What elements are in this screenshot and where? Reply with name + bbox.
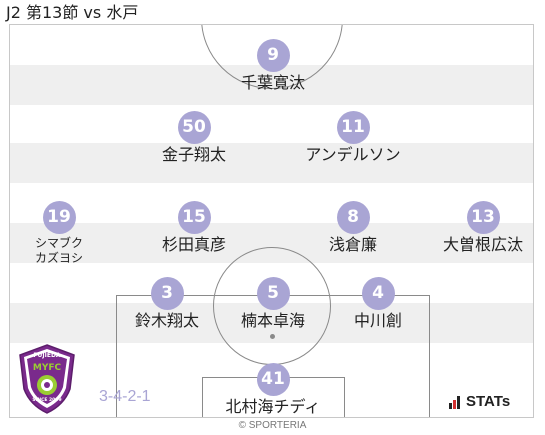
- player-card[interactable]: 5 楠本卓海: [218, 277, 328, 330]
- crest-bottom-text: SINCE 2009: [32, 397, 61, 403]
- player-number: 19: [42, 201, 76, 234]
- player-name: 鈴木翔太: [134, 311, 199, 330]
- player-number: 5: [256, 277, 290, 310]
- player-card[interactable]: 9 千葉寛汰: [218, 39, 328, 92]
- pitch: 9 千葉寛汰 50 金子翔太 11 アンデルソン 19 シマブク カズヨシ 15…: [9, 24, 534, 418]
- player-number: 11: [336, 111, 370, 144]
- player-number: 41: [256, 363, 290, 396]
- player-card[interactable]: 11 アンデルソン: [298, 111, 408, 164]
- player-name: 金子翔太: [161, 145, 226, 164]
- player-number: 9: [256, 39, 290, 72]
- copyright: © SPORTERIA: [238, 420, 307, 431]
- player-number: 4: [361, 277, 395, 310]
- player-name: 大曽根広汰: [442, 235, 523, 254]
- player-number: 3: [150, 277, 184, 310]
- stats-label: STATs: [466, 393, 511, 410]
- player-number: 15: [177, 201, 211, 234]
- player-card[interactable]: 50 金子翔太: [139, 111, 249, 164]
- player-card[interactable]: 4 中川創: [323, 277, 433, 330]
- player-name: 杉田真彦: [161, 235, 226, 254]
- player-card[interactable]: 8 浅倉廉: [298, 201, 408, 254]
- pitch-stripe: [10, 143, 533, 183]
- bar-chart-icon: [449, 395, 462, 409]
- player-number: 50: [177, 111, 211, 144]
- crest-mid-text: MYFC: [33, 363, 62, 373]
- crest-top-text: FUJIEDA: [33, 352, 61, 359]
- player-number: 13: [466, 201, 500, 234]
- player-name: アンデルソン: [305, 145, 401, 164]
- player-name: 中川創: [353, 311, 402, 330]
- match-title: J2 第13節 vs 水戸: [6, 3, 139, 22]
- player-name: 楠本卓海: [240, 311, 305, 330]
- stats-logo: STATs: [449, 393, 510, 410]
- club-crest-icon: FUJIEDA MYFC SINCE 2009: [19, 344, 75, 414]
- player-card[interactable]: 13 大曽根広汰: [428, 201, 533, 254]
- player-card[interactable]: 15 杉田真彦: [139, 201, 249, 254]
- formation-label: 3-4-2-1: [99, 388, 151, 405]
- player-card[interactable]: 19 シマブク カズヨシ: [10, 201, 114, 266]
- player-card[interactable]: 41 北村海チディ: [218, 363, 328, 416]
- player-name: 千葉寛汰: [240, 73, 305, 92]
- player-number: 8: [336, 201, 370, 234]
- player-card[interactable]: 3 鈴木翔太: [112, 277, 222, 330]
- player-name: 浅倉廉: [328, 235, 377, 254]
- penalty-spot: [270, 334, 275, 339]
- player-name: 北村海チディ: [225, 397, 321, 416]
- player-name: シマブク カズヨシ: [34, 236, 83, 265]
